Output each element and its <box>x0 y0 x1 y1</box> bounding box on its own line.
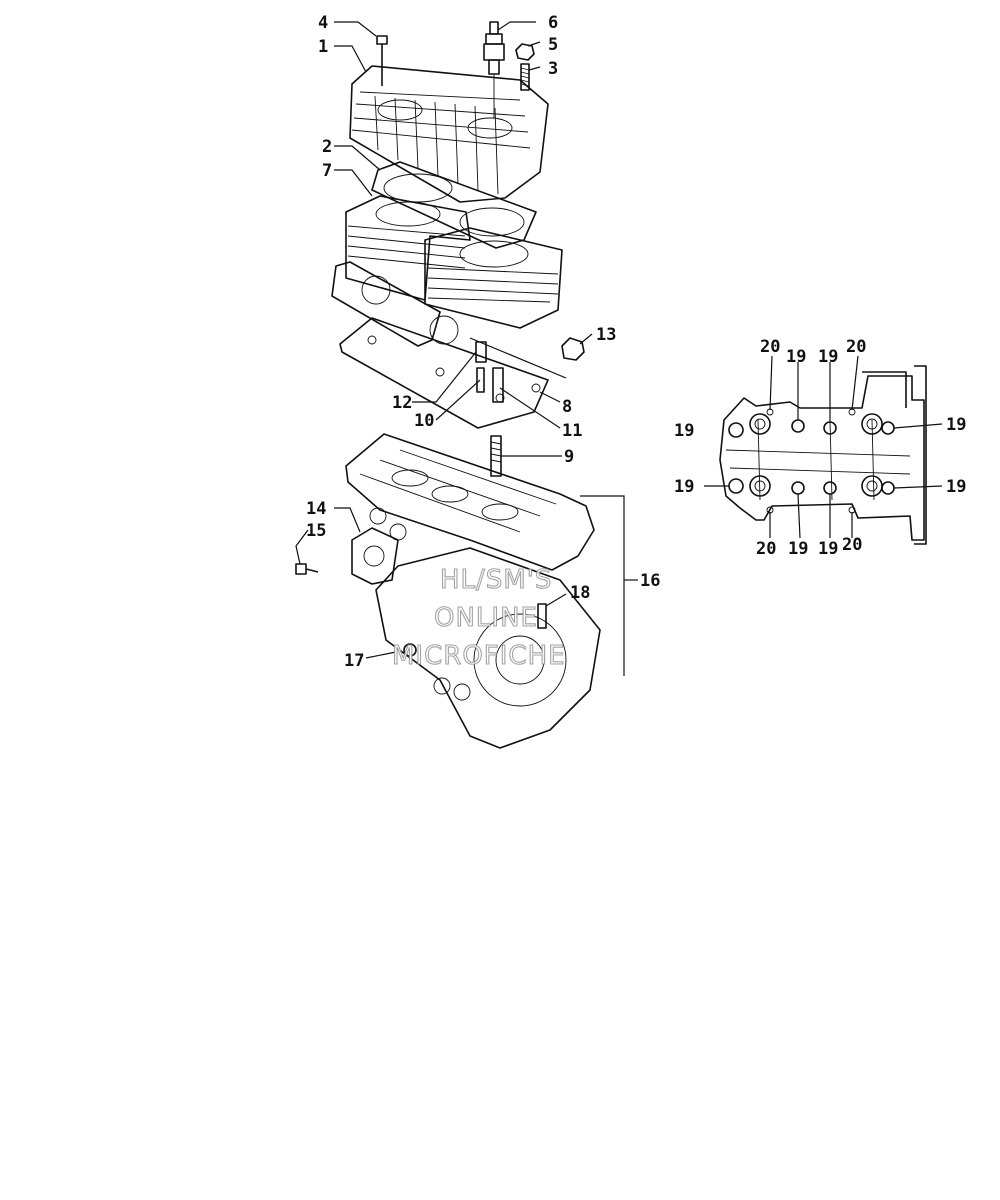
detail-callout-19: 19 <box>946 415 966 435</box>
watermark-line: ONLINE <box>434 603 538 633</box>
callout-7: 7 <box>322 161 332 181</box>
detail-callout-19: 19 <box>818 347 838 367</box>
stud <box>476 367 485 393</box>
callout-8: 8 <box>562 397 572 417</box>
exploded-view: 4 1 6 5 3 2 7 13 12 8 10 11 9 14 15 16 1… <box>295 13 660 749</box>
base-gasket <box>339 317 549 429</box>
detail-callout-20: 20 <box>842 535 862 555</box>
detail-callout-19: 19 <box>788 539 808 559</box>
cap-screw <box>376 35 388 86</box>
watermark-line: HL/SM'S <box>440 565 552 595</box>
detail-callout-20: 20 <box>846 337 866 357</box>
intake-gasket <box>351 527 399 585</box>
detail-callout-20: 20 <box>756 539 776 559</box>
crankcase-top-view <box>719 365 927 545</box>
dowel-pin <box>475 341 487 363</box>
head-gasket <box>371 161 537 249</box>
callout-1: 1 <box>318 37 328 57</box>
detail-callout-19: 19 <box>818 539 838 559</box>
callout-18: 18 <box>570 583 590 603</box>
crankcase <box>345 433 601 749</box>
detail-callout-19: 19 <box>674 421 694 441</box>
callout-15: 15 <box>306 521 326 541</box>
callout-5: 5 <box>548 35 558 55</box>
detail-callout-19: 19 <box>946 477 966 497</box>
watermark-line: MICROFICHE <box>392 641 566 671</box>
callout-11: 11 <box>562 421 582 441</box>
detail-callout-19: 19 <box>674 477 694 497</box>
dowel-pin <box>492 367 504 403</box>
detail-view: 20 19 19 20 19 19 19 19 20 19 19 20 <box>674 337 966 559</box>
nut <box>561 337 585 361</box>
callout-6: 6 <box>548 13 558 33</box>
leader-lines <box>295 21 638 676</box>
callout-13: 13 <box>596 325 616 345</box>
cylinder <box>331 195 563 347</box>
callout-3: 3 <box>548 59 558 79</box>
callout-9: 9 <box>564 447 574 467</box>
nut <box>515 43 535 61</box>
detail-callout-20: 20 <box>760 337 780 357</box>
detail-leader-lines <box>704 355 943 539</box>
callout-12: 12 <box>392 393 412 413</box>
spark-plug <box>483 21 505 118</box>
plug <box>403 643 417 657</box>
cap-screw <box>295 563 319 575</box>
watermark: HL/SM'S ONLINE MICROFICHE <box>391 564 566 671</box>
plug <box>537 603 547 629</box>
callout-16: 16 <box>640 571 660 591</box>
callout-4: 4 <box>318 13 328 33</box>
callout-10: 10 <box>414 411 434 431</box>
detail-callout-labels: 20 19 19 20 19 19 19 19 20 19 19 20 <box>674 337 966 559</box>
callout-17: 17 <box>344 651 364 671</box>
callout-labels: 4 1 6 5 3 2 7 13 12 8 10 11 9 14 15 16 1… <box>306 13 660 671</box>
callout-14: 14 <box>306 499 326 519</box>
detail-callout-19: 19 <box>786 347 806 367</box>
callout-2: 2 <box>322 137 332 157</box>
stud <box>520 63 530 91</box>
cylinder-head <box>349 65 549 203</box>
stud <box>490 435 502 477</box>
